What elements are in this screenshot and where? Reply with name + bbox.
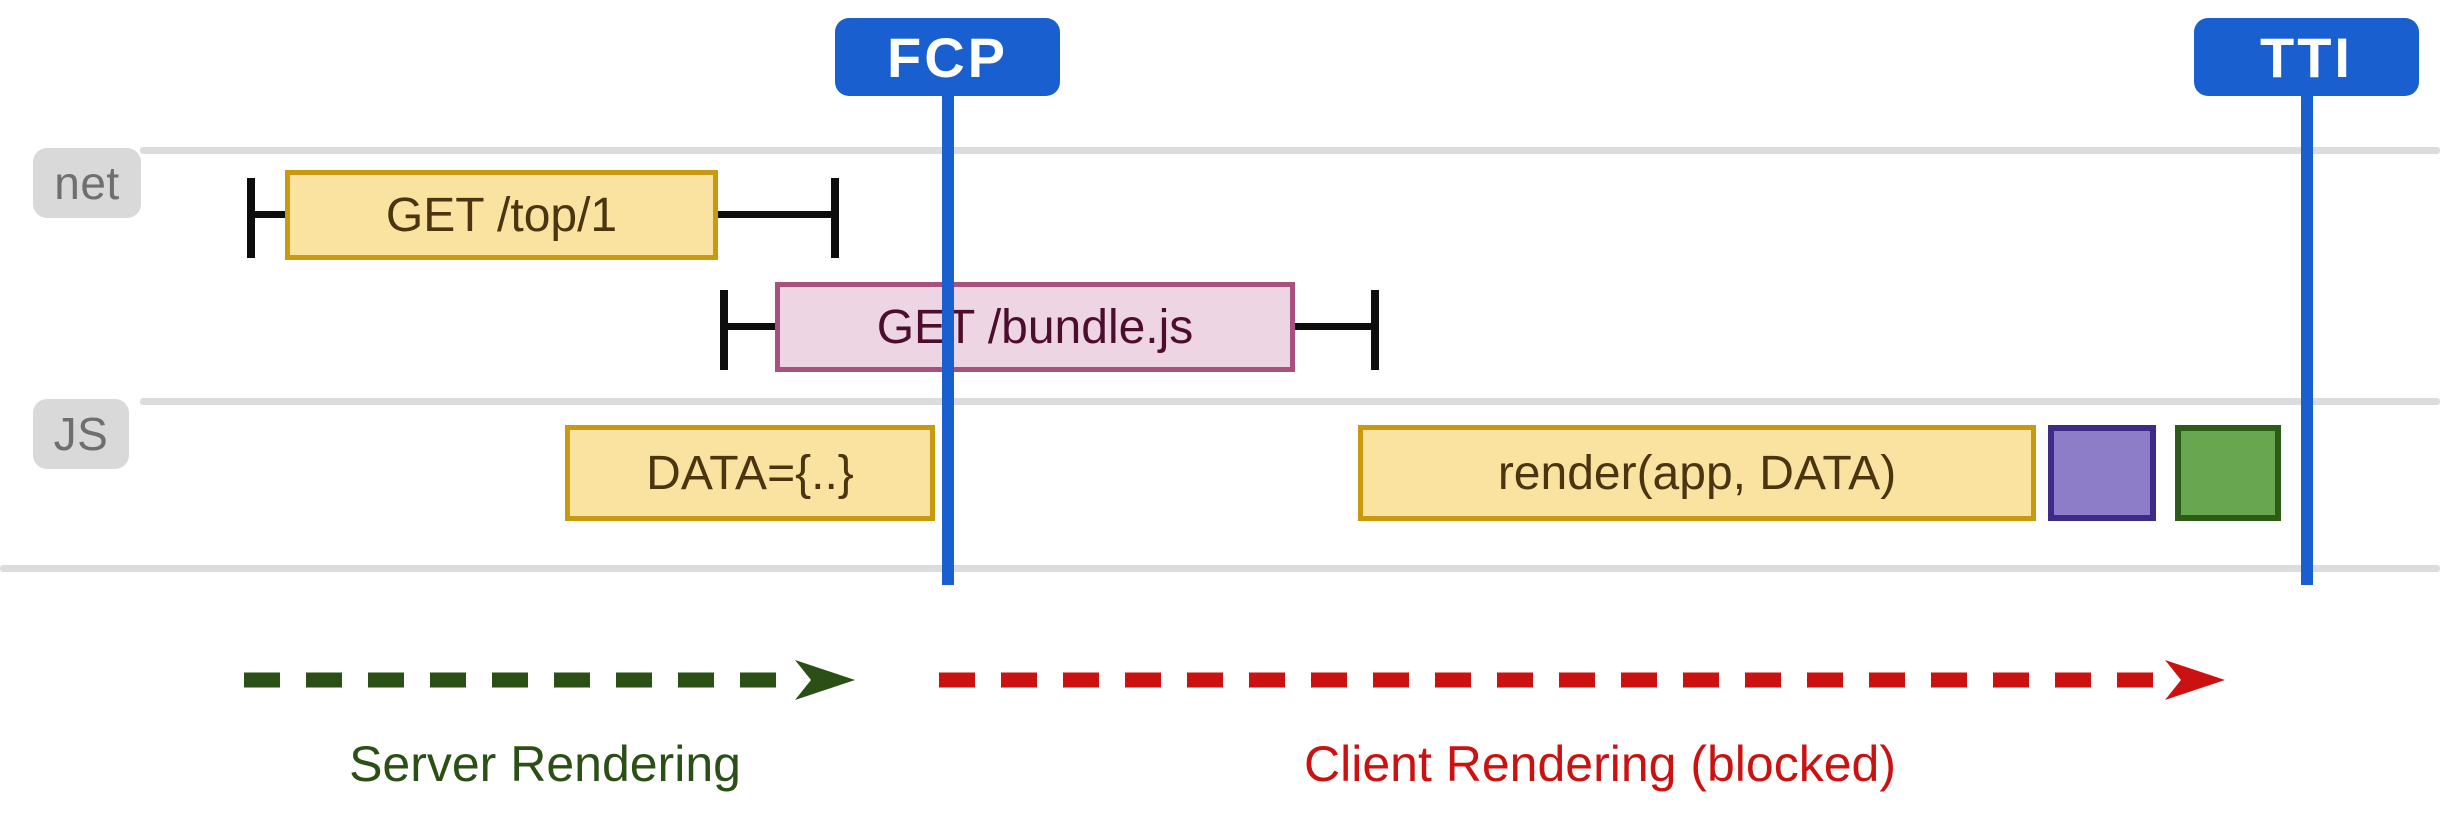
js-task-data-inline: DATA={..} bbox=[565, 425, 935, 521]
client-phase-label-text: Client Rendering (blocked) bbox=[1304, 736, 1896, 792]
net-task-get-bundle: GET /bundle.js bbox=[775, 282, 1295, 372]
get-bundle-whisker-cap-left bbox=[720, 290, 728, 370]
tti-marker-label: TTI bbox=[2260, 25, 2353, 89]
lane-rule-net-top bbox=[140, 147, 2440, 154]
net-task-get-bundle-label: GET /bundle.js bbox=[876, 300, 1194, 354]
js-task-render-call: render(app, DATA) bbox=[1358, 425, 2036, 521]
js-task-green-block bbox=[2175, 425, 2281, 521]
lane-label-js: JS bbox=[33, 399, 129, 469]
lane-label-net-text: net bbox=[54, 157, 120, 209]
server-phase-label: Server Rendering bbox=[245, 735, 845, 793]
lane-label-js-text: JS bbox=[53, 408, 109, 460]
fcp-marker-badge: FCP bbox=[835, 18, 1060, 96]
get-top-whisker-line-right bbox=[714, 211, 839, 218]
tti-marker-line bbox=[2301, 88, 2313, 585]
fcp-marker-label: FCP bbox=[887, 25, 1008, 89]
get-top-whisker-line-left bbox=[251, 211, 291, 218]
get-bundle-whisker-line-right bbox=[1291, 323, 1379, 330]
get-bundle-whisker-line-left bbox=[724, 323, 781, 330]
net-task-get-top: GET /top/1 bbox=[285, 170, 718, 260]
client-phase-label: Client Rendering (blocked) bbox=[1000, 735, 2200, 793]
lane-rule-js-bottom bbox=[0, 565, 2440, 572]
server-phase-label-text: Server Rendering bbox=[349, 736, 741, 792]
get-top-whisker-cap-right bbox=[831, 178, 839, 258]
client-phase-arrow bbox=[935, 660, 2230, 700]
js-task-render-call-label: render(app, DATA) bbox=[1497, 446, 1897, 500]
lane-label-net: net bbox=[33, 148, 141, 218]
get-top-whisker-cap-left bbox=[247, 178, 255, 258]
js-task-data-inline-label: DATA={..} bbox=[646, 446, 854, 500]
net-task-get-top-label: GET /top/1 bbox=[385, 188, 618, 242]
js-task-purple-block bbox=[2048, 425, 2156, 521]
lane-rule-js-top bbox=[140, 398, 2440, 405]
tti-marker-badge: TTI bbox=[2194, 18, 2419, 96]
server-phase-arrow bbox=[240, 660, 860, 700]
get-bundle-whisker-cap-right bbox=[1371, 290, 1379, 370]
fcp-marker-line bbox=[942, 88, 954, 585]
